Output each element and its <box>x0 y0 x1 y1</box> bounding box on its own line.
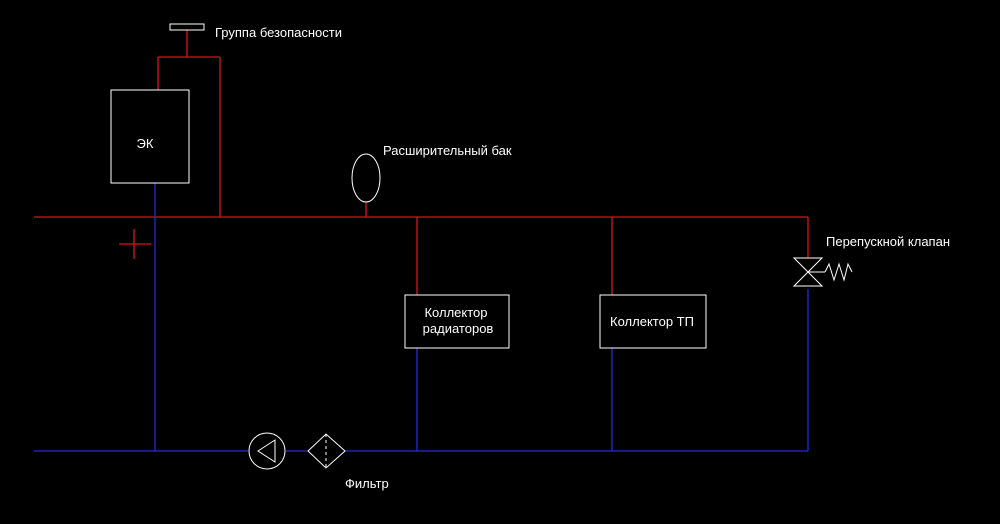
safety-group-icon <box>169 23 205 31</box>
boiler-block: ЭК <box>110 89 190 184</box>
radiator-collector-block: Коллектор радиаторов <box>404 294 510 349</box>
supply-lines <box>34 30 809 295</box>
filter-icon <box>307 433 346 469</box>
pump-icon <box>248 432 286 470</box>
safety-group-label: Группа безопасности <box>215 25 342 40</box>
boiler-label: ЭК <box>137 136 154 151</box>
radiator-collector-box <box>404 294 510 349</box>
radiator-collector-label-line2: радиаторов <box>423 321 494 336</box>
bypass-valve-icon <box>792 257 853 287</box>
floor-collector-block: Коллектор ТП <box>599 294 707 349</box>
expansion-tank-label: Расширительный бак <box>383 143 512 158</box>
bypass-valve-label: Перепускной клапан <box>826 234 950 249</box>
boiler-box <box>110 89 190 184</box>
expansion-tank-icon <box>351 153 381 203</box>
filter-label: Фильтр <box>345 476 389 491</box>
return-lines <box>34 183 809 452</box>
radiator-collector-label-line1: Коллектор <box>424 305 487 320</box>
floor-collector-box <box>599 294 707 349</box>
floor-collector-label: Коллектор ТП <box>610 314 694 329</box>
